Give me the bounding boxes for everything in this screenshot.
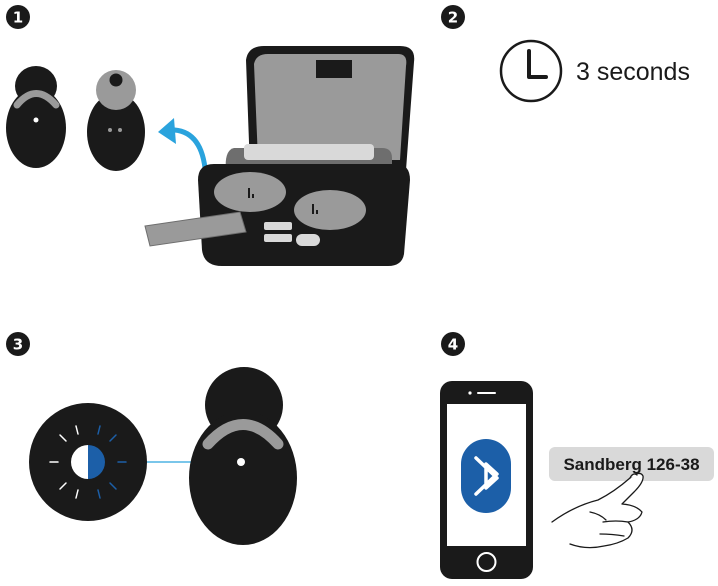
step-2-panel: 2 3 seconds [441, 5, 690, 103]
charging-case-illustration [144, 46, 415, 266]
device-name-pill[interactable]: Sandberg 126-38 [549, 447, 714, 481]
step-1-badge: 1 [6, 5, 30, 29]
step-3-panel: 3 [6, 332, 297, 545]
step-4-number: 4 [448, 336, 458, 354]
step-1-panel: 1 [6, 5, 415, 266]
device-name-label: Sandberg 126-38 [563, 455, 699, 474]
pointing-hand-icon [551, 472, 644, 549]
bluetooth-icon [461, 439, 511, 513]
step-1-number: 1 [13, 9, 23, 27]
step-2-badge: 2 [441, 5, 465, 29]
earbud-back-illustration [87, 70, 145, 171]
step-4-badge: 4 [441, 332, 465, 356]
clock-icon [499, 39, 563, 103]
duration-label: 3 seconds [576, 58, 690, 86]
earbud-front-illustration [6, 66, 66, 168]
step-4-panel: 4 Sandberg 126-38 [440, 332, 714, 579]
step-3-number: 3 [13, 336, 23, 354]
led-indicator-zoom [29, 403, 147, 521]
earbud-led-illustration [189, 367, 297, 545]
step-2-number: 2 [448, 9, 458, 27]
curved-arrow-icon [158, 118, 208, 171]
step-3-badge: 3 [6, 332, 30, 356]
